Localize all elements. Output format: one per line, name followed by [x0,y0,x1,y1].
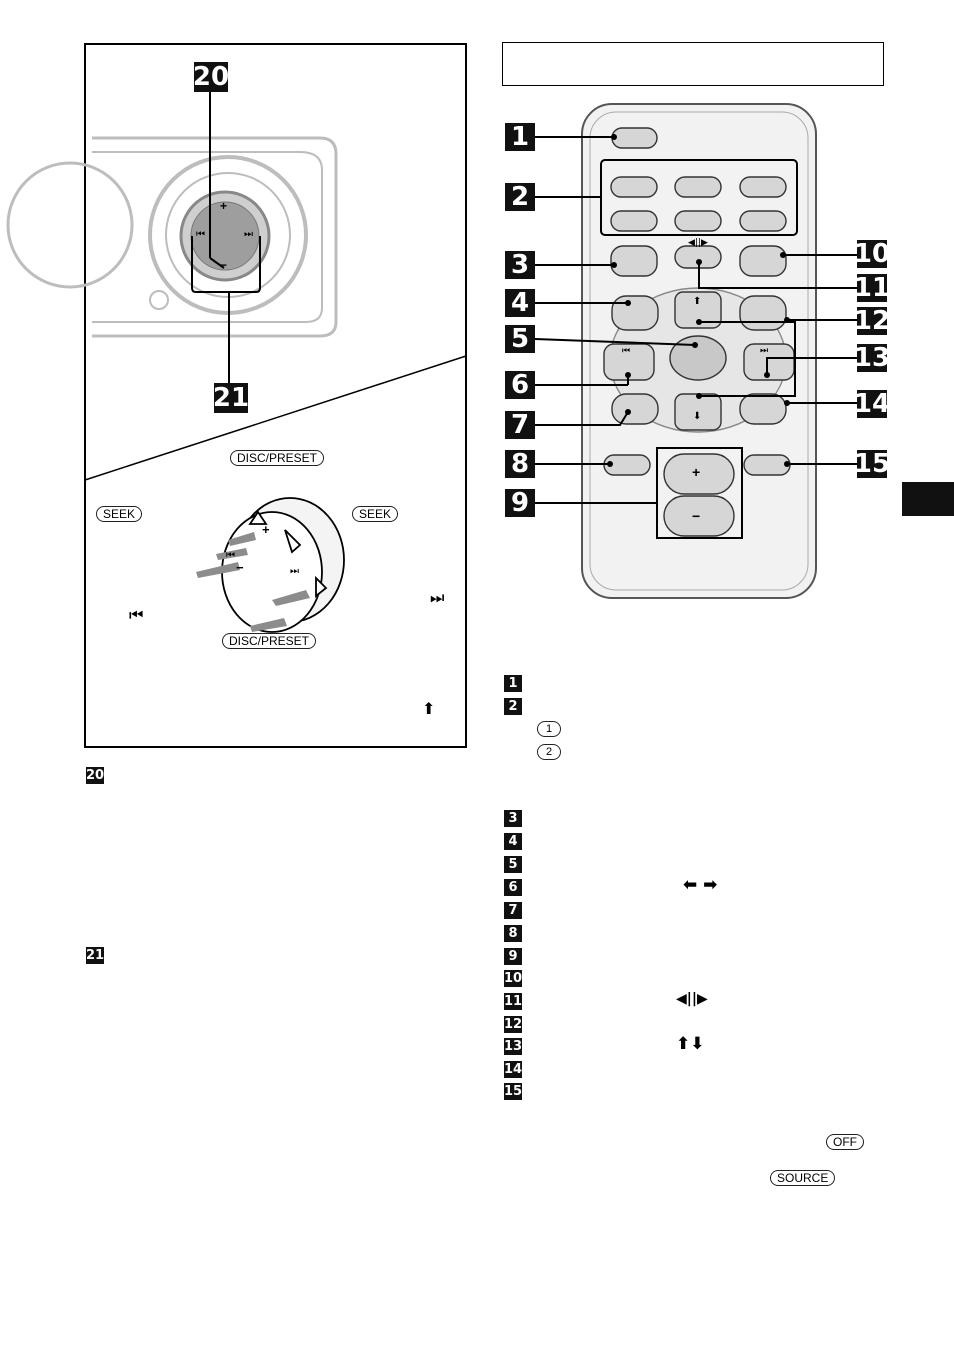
legend-item-1: 1 [504,675,522,692]
remote-callout-4: 4 [505,289,535,317]
disc-preset-label-bottom: DISC/PRESET [222,633,317,649]
section-title-box [502,42,884,86]
volume-minus-icon: − [692,508,701,524]
unit-front-illustration [6,136,338,338]
callout-20: 20 [192,62,230,92]
legend-item-14: 14 [503,1061,523,1078]
up-arrow-icon: ⬆ [422,699,436,718]
remote-callout-10: 10 [853,239,891,269]
callout-21: 21 [212,383,250,413]
legend-item-13: 13 [503,1038,523,1055]
legend-item-6: 6 [504,879,522,896]
press-arrows [196,532,310,632]
legend-item-3: 3 [504,810,522,827]
lower-dial-minus: − [236,560,244,575]
remote-callout-2: 2 [505,183,535,211]
seek-label-left: SEEK [96,506,143,522]
off-button-label: OFF [826,1134,864,1150]
dial-prev-icon: ⏮ [196,229,205,240]
remote-callout-6: 6 [505,371,535,399]
legend-circled-2: 2 [537,744,561,760]
legend-item-4: 4 [504,833,522,850]
legend-21: 21 [85,947,105,964]
lower-dial-prev-icon: ⏮ [226,550,235,561]
callout-dots [607,134,790,467]
remote-callout-1: 1 [505,123,535,151]
source-button-label: SOURCE [770,1170,836,1186]
lower-dial-next-icon: ⏭ [290,566,299,577]
section-tab [902,482,954,516]
volume-plus-icon: + [692,464,701,480]
legend-item-5: 5 [504,856,522,873]
down-icon: ⬇ [693,411,702,422]
legend-item-11: 11 [503,993,523,1010]
remote-callout-5: 5 [505,325,535,353]
remote-callout-14: 14 [853,389,891,419]
legend-circled-1: 1 [537,721,561,737]
play-pause-legend-icon: ◀||▶ [676,991,708,1007]
remote-callout-7: 7 [505,411,535,439]
up-icon: ⬆ [693,296,702,307]
prev-icon: ⏮ [622,346,631,356]
dial-minus-glyph: − [220,258,228,272]
legend-item-7: 7 [504,902,522,919]
legend-item-15: 15 [503,1083,523,1100]
legend-item-8: 8 [504,925,522,942]
remote-callout-9: 9 [505,489,535,517]
remote-callout-3: 3 [505,251,535,279]
next-icon: ⏭ [760,346,769,356]
up-down-arrows-icon: ⬆⬇ [676,1034,705,1054]
next-track-icon: ⏭ [430,588,445,607]
dial-next-icon: ⏭ [244,229,253,240]
disc-preset-label-top: DISC/PRESET [230,450,325,466]
remote-callout-8: 8 [505,450,535,478]
dial-plus-glyph: + [220,199,228,213]
prev-track-icon: ⏮ [129,605,144,624]
play-pause-icon: ◀||▶ [688,238,708,248]
remote-callout-13: 13 [853,343,891,373]
remote-callout-11: 11 [853,273,891,303]
legend-item-9: 9 [504,948,522,965]
seek-label-right: SEEK [352,506,399,522]
remote-callout-15: 15 [853,449,891,479]
legend-item-12: 12 [503,1016,523,1033]
lower-dial-plus: + [262,522,270,537]
legend-item-10: 10 [503,970,523,987]
callout-lines [534,136,857,504]
legend-item-2: 2 [504,698,522,715]
remote-callout-12: 12 [853,306,891,336]
legend-20: 20 [85,767,105,784]
left-right-arrows-icon: ⬅ ➡ [683,875,718,895]
